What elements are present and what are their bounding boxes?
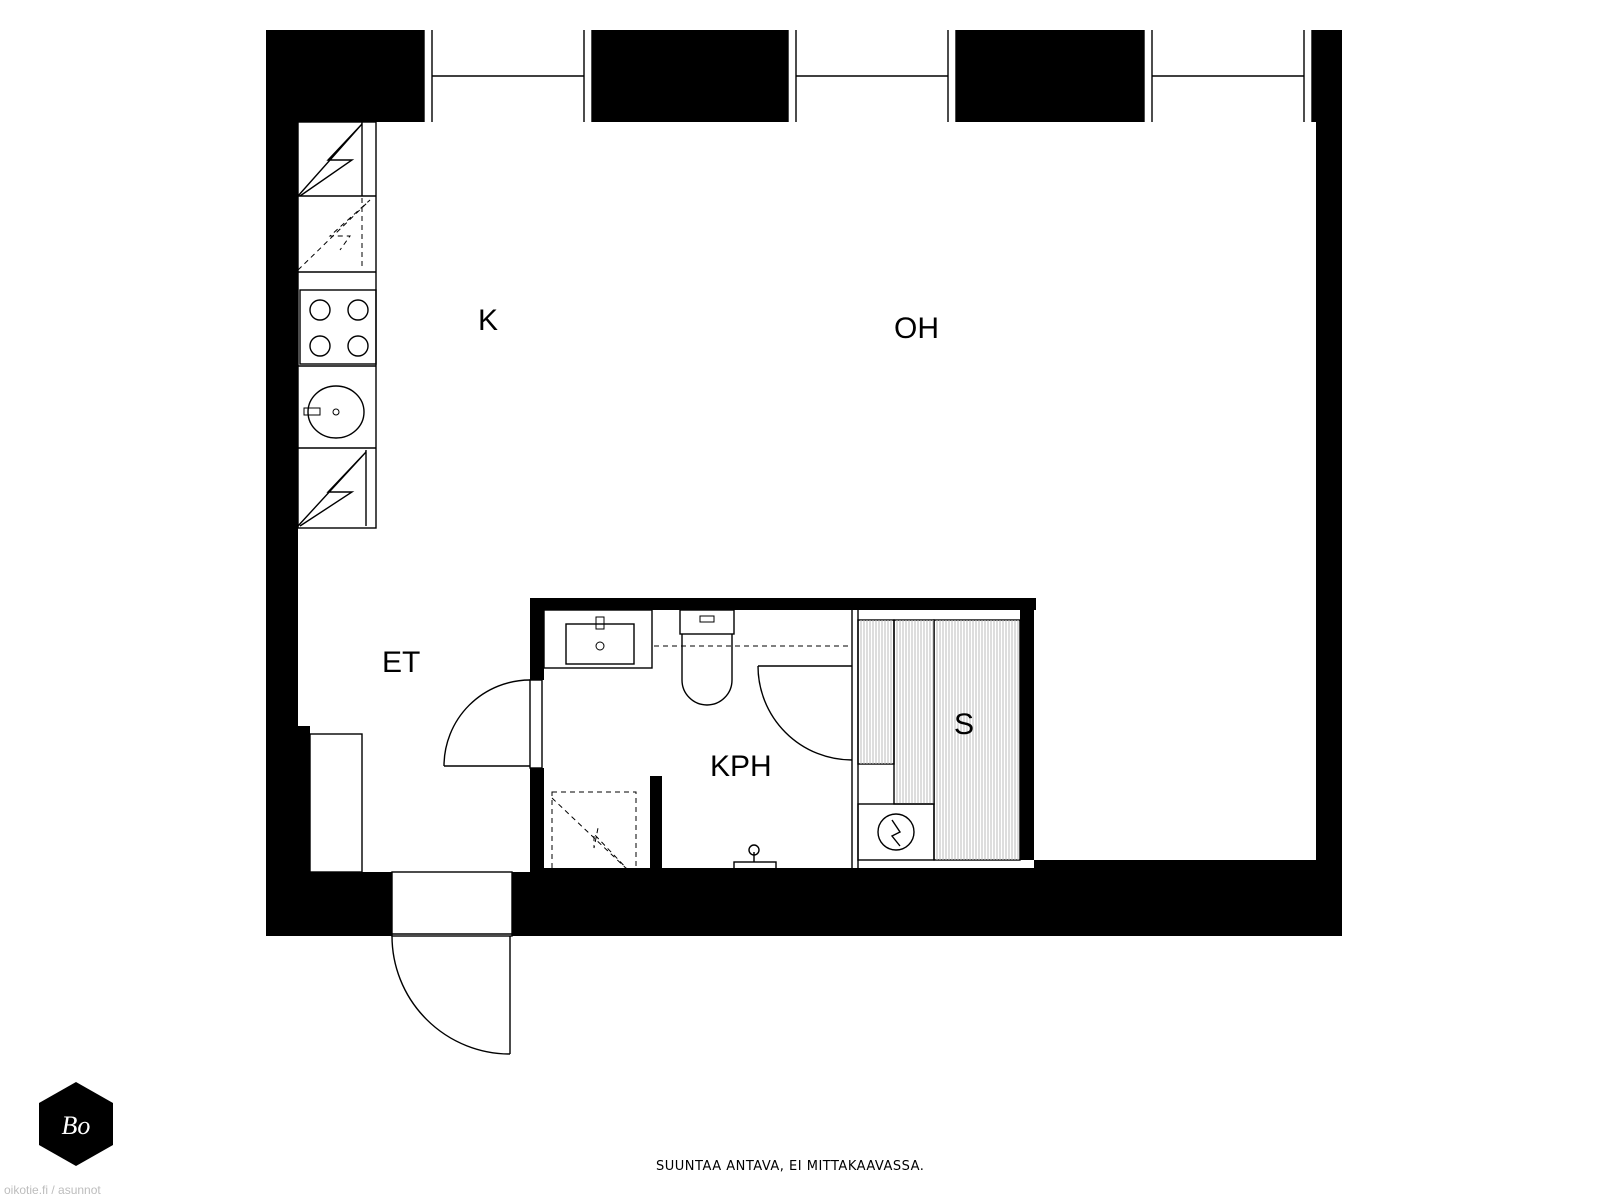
room-label-bathroom: KPH [710, 750, 772, 783]
bathroom-door [443, 679, 543, 769]
burner-4 [347, 335, 369, 357]
kitchen-counter [297, 121, 377, 529]
sauna-stove [857, 803, 935, 861]
windows [423, 30, 1313, 122]
fridge-cabinet [297, 122, 376, 197]
source-watermark: oikotie.fi / asunnot [4, 1183, 101, 1197]
window-1 [423, 30, 593, 122]
oven-cabinet [297, 450, 367, 527]
front-door [391, 871, 513, 1055]
window-2 [787, 30, 957, 122]
exterior-walls [266, 30, 1342, 936]
bathroom-fixtures [543, 609, 853, 873]
wall-bottom-left [266, 872, 392, 936]
room-label-hall: ET [382, 646, 420, 679]
toilet [679, 609, 735, 706]
burner-2 [347, 299, 369, 321]
sauna-benches [857, 619, 1021, 861]
window-3 [1143, 30, 1313, 122]
hexagon-logo: Bo [39, 1082, 113, 1166]
wall-bottom-center [512, 872, 1342, 936]
stove [299, 289, 377, 365]
wall-right [1316, 30, 1342, 936]
logo-text: Bo [62, 1111, 91, 1140]
room-label-kitchen: K [478, 304, 498, 337]
shower-mixer [733, 844, 777, 873]
bathroom-walls [530, 598, 1036, 872]
wall-left [266, 30, 298, 936]
wall-left-notch [298, 726, 310, 872]
kitchen-sink [298, 365, 376, 449]
burner-3 [309, 335, 331, 357]
burner-1 [309, 299, 331, 321]
room-label-living: OH [894, 312, 939, 345]
disclaimer-caption: SUUNTAA ANTAVA, EI MITTAKAAVASSA. [656, 1159, 924, 1174]
sauna-door [757, 665, 853, 761]
glass-partition [851, 610, 859, 872]
washbasin [543, 609, 653, 669]
room-label-sauna: S [954, 708, 974, 741]
dishwasher [297, 198, 376, 273]
wardrobe [309, 733, 363, 873]
shower-area [551, 791, 637, 873]
